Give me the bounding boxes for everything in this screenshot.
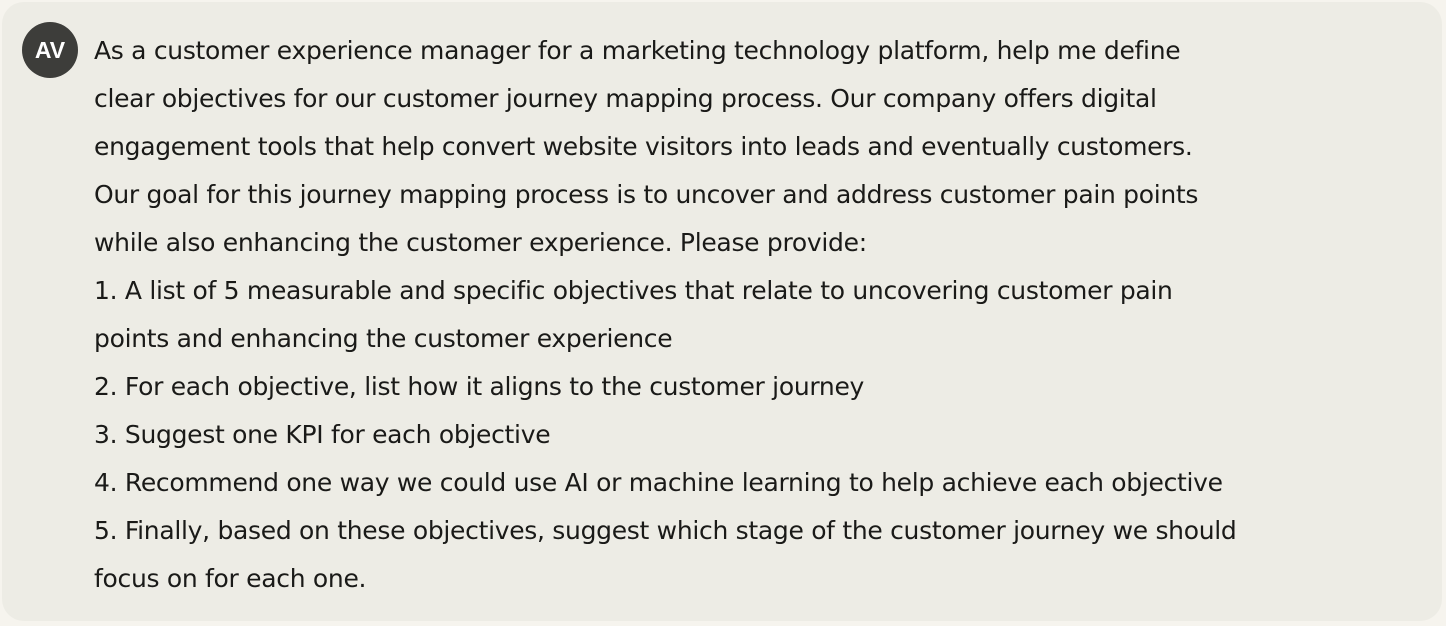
message-line: As a customer experience manager for a m… xyxy=(94,36,1181,65)
message-line: 4. Recommend one way we could use AI or … xyxy=(94,468,1223,497)
message-line: 5. Finally, based on these objectives, s… xyxy=(94,516,1237,545)
message-line: Our goal for this journey mapping proces… xyxy=(94,180,1199,209)
message-line: focus on for each one. xyxy=(94,564,367,593)
message-line: engagement tools that help convert websi… xyxy=(94,132,1193,161)
message-line: while also enhancing the customer experi… xyxy=(94,228,867,257)
message-line: points and enhancing the customer experi… xyxy=(94,324,673,353)
avatar-initials: AV xyxy=(34,36,66,63)
user-avatar: AV xyxy=(22,22,78,78)
user-message-text: As a customer experience manager for a m… xyxy=(94,27,1424,603)
message-line: 3. Suggest one KPI for each objective xyxy=(94,420,551,449)
message-line: clear objectives for our customer journe… xyxy=(94,84,1157,113)
message-line: 1. A list of 5 measurable and specific o… xyxy=(94,276,1173,305)
message-line: 2. For each objective, list how it align… xyxy=(94,372,865,401)
